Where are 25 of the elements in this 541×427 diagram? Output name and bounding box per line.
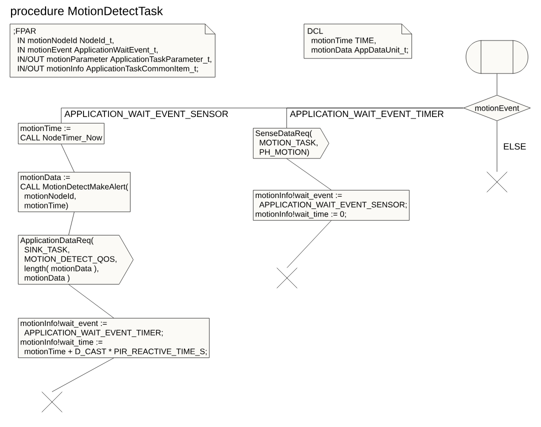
connector-line xyxy=(68,284,114,318)
connector-line xyxy=(68,212,74,236)
procedure-title: procedure MotionDetectTask xyxy=(10,6,163,18)
task-box: motionData := CALL MotionDetectMakeAlert( motionNodeId, motionTime) xyxy=(18,172,130,212)
connector-line xyxy=(286,158,332,190)
output-signal-box: ApplicationDataReq( SINK_TASK, MOTION_DETECT_QOS, length( motionData ), motionData ) xyxy=(18,235,134,284)
stop-symbol xyxy=(276,268,298,288)
edge-label: ELSE xyxy=(502,142,528,151)
note-box: ;FPAR IN motionNodeId NodeId_t, IN motionEvent ApplicationWaitEvent_t, IN/OUT motionParameter ApplicationTaskParameter_t, IN/OUT motionInfo ApplicationTaskCommonItem_t; xyxy=(10,24,216,78)
connector-line xyxy=(286,220,332,268)
stop-symbol xyxy=(42,392,62,412)
connector-line xyxy=(496,74,498,96)
task-box: motionInfo!wait_event := APPLICATION_WAIT_EVENT_TIMER; motionInfo!wait_time := motionTime + D_CAST * PIR_REACTIVE_TIME_S; xyxy=(18,318,210,358)
edge-label: APPLICATION_WAIT_EVENT_TIMER xyxy=(288,110,445,120)
stop-symbol xyxy=(486,172,508,192)
connector-line xyxy=(496,120,498,172)
start-symbol xyxy=(466,40,528,74)
connector-line xyxy=(286,108,464,128)
connector-line xyxy=(52,358,114,392)
task-box: motionTime := CALL NodeTimer_Now xyxy=(18,123,104,144)
note-box: DCL motionTime TIME, motionData AppDataUnit_t; xyxy=(304,24,412,59)
task-box: motionInfo!wait_event := APPLICATION_WAIT_EVENT_SENSOR; motionInfo!wait_time := 0; xyxy=(253,190,410,221)
connector-line xyxy=(60,144,74,172)
output-signal-box: SenseDataReq( MOTION_TASK, PH_MOTION) xyxy=(253,128,330,159)
edge-label: APPLICATION_WAIT_EVENT_SENSOR xyxy=(63,110,230,120)
